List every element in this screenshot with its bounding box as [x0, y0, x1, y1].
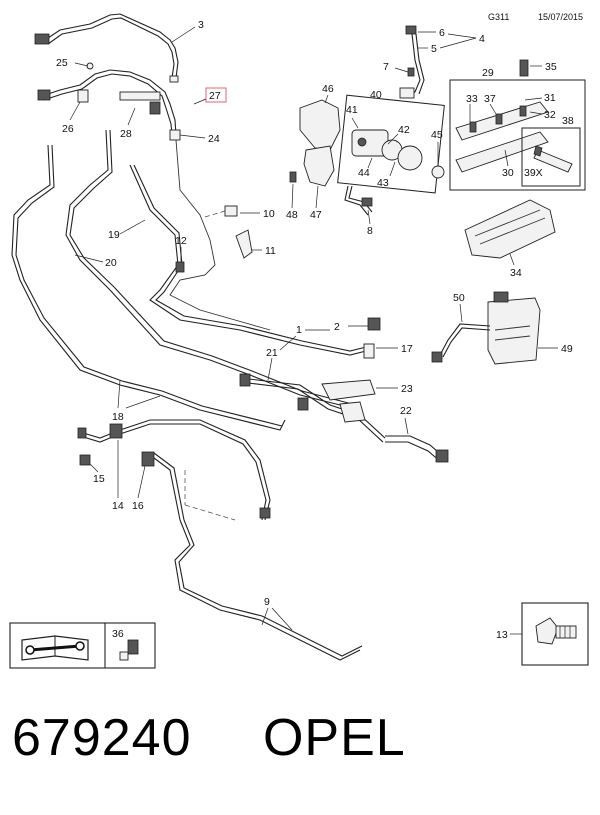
callout-36: 36 — [112, 628, 124, 640]
diagram-code: G311 — [488, 12, 509, 22]
callout-16: 16 — [132, 500, 144, 512]
callout-23: 23 — [401, 383, 413, 395]
bolt-48 — [289, 171, 297, 183]
evap-hose-50 — [431, 323, 491, 363]
service-manual-box — [9, 622, 156, 669]
bracket-10 — [224, 205, 238, 217]
evap-canister-49 — [487, 291, 541, 365]
bracket-23 — [321, 379, 376, 423]
callout-27: 27 — [209, 90, 221, 102]
callout-40: 40 — [370, 89, 382, 101]
callout-6: 6 — [439, 27, 445, 39]
fuel-hose-22 — [385, 435, 449, 463]
callout-15: 15 — [93, 473, 105, 485]
valve-17 — [363, 343, 375, 359]
fuel-pipe-14-16 — [79, 419, 271, 521]
callout-34: 34 — [510, 267, 522, 279]
clip-12 — [175, 261, 185, 273]
fuel-rail — [455, 101, 549, 173]
pipe-8 — [344, 185, 373, 216]
callout-14: 14 — [112, 500, 124, 512]
connector-2 — [367, 317, 381, 331]
callout-46: 46 — [322, 83, 334, 95]
callout-12: 12 — [175, 235, 187, 247]
callout-19: 19 — [108, 229, 120, 241]
high-pressure-pump — [351, 129, 423, 171]
callout-24: 24 — [208, 133, 220, 145]
pump-frame-40 — [337, 94, 445, 194]
part-number: 679240 — [12, 709, 192, 767]
fuel-pipe-24-lower — [169, 139, 271, 331]
actuator-47 — [303, 145, 335, 187]
callout-48: 48 — [286, 209, 298, 221]
callout-49: 49 — [561, 343, 573, 355]
manual-wrench-icon — [21, 635, 89, 661]
callout-33: 33 — [466, 93, 478, 105]
injector-39x — [533, 145, 573, 173]
diagram-date: 15/07/2015 — [538, 12, 583, 22]
callout-38: 38 — [562, 115, 574, 127]
callout-21: 21 — [266, 347, 278, 359]
callout-32: 32 — [544, 109, 556, 121]
fuel-pipe-20 — [11, 144, 286, 431]
callout-30: 30 — [502, 167, 514, 179]
callout-10: 10 — [263, 208, 275, 220]
fuel-pipe-21 — [239, 373, 386, 443]
engine-cover-34 — [464, 199, 556, 259]
callout-43: 43 — [377, 177, 389, 189]
callout-42: 42 — [398, 124, 410, 136]
rail-frame-29 — [449, 79, 586, 191]
injector-frame-38 — [521, 127, 581, 187]
callout-4: 4 — [479, 33, 485, 45]
callout-1: 1 — [296, 324, 302, 336]
callout-11: 11 — [265, 245, 276, 257]
pump-housing-46 — [299, 99, 341, 151]
callout-7: 7 — [383, 61, 389, 73]
fuel-pipe-assembly-26 — [37, 62, 181, 141]
fuel-pipe-9 — [149, 452, 363, 661]
callout-5: 5 — [431, 43, 437, 55]
callout-20: 20 — [105, 257, 117, 269]
callout-29: 29 — [482, 67, 494, 79]
callout-44: 44 — [358, 167, 370, 179]
callout-3: 3 — [198, 19, 204, 31]
callout-2: 2 — [334, 321, 340, 333]
callout-31: 31 — [544, 92, 556, 104]
callout-35: 35 — [545, 61, 557, 73]
bolt-13 — [535, 617, 577, 645]
hose-4 — [399, 25, 425, 99]
callout-28: 28 — [120, 128, 132, 140]
callout-37: 37 — [484, 93, 496, 105]
fuel-pipe-3 — [34, 13, 179, 83]
callout-18: 18 — [112, 411, 124, 423]
brand-name: OPEL — [262, 709, 406, 767]
callout-8: 8 — [367, 225, 373, 237]
callout-25: 25 — [56, 57, 68, 69]
footer: 679240 OPEL — [12, 708, 588, 788]
callout-17: 17 — [401, 343, 413, 355]
fuel-pipe-1 — [129, 164, 371, 356]
callout-45: 45 — [431, 129, 443, 141]
callout-50: 50 — [453, 292, 465, 304]
callout-22: 22 — [400, 405, 412, 417]
fuel-line-parts-diagram: G311 15/07/2015 3 25 26 28 27 24 — [9, 12, 589, 669]
fuel-pipe-19 — [65, 129, 361, 411]
callout-39x: 39X — [524, 167, 543, 179]
callout-9: 9 — [264, 596, 270, 608]
sensor-36 — [119, 639, 139, 661]
callout-47: 47 — [310, 209, 322, 221]
callout-26: 26 — [62, 123, 74, 135]
callout-13: 13 — [496, 629, 508, 641]
seal-45 — [431, 165, 445, 179]
sensor-35 — [519, 59, 529, 77]
callout-27-highlight — [205, 87, 227, 103]
bracket-11 — [235, 229, 253, 259]
callout-41: 41 — [346, 104, 358, 116]
